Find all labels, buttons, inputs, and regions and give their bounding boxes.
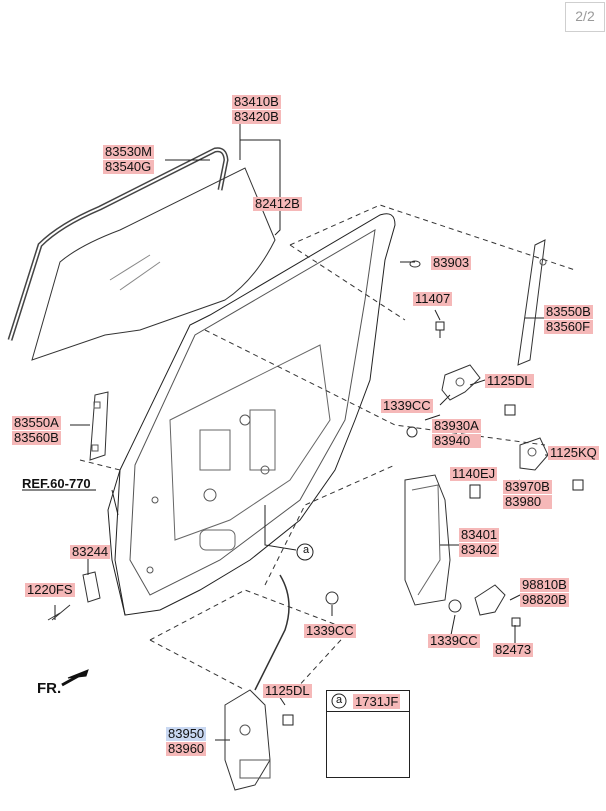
bolt-1140EJ bbox=[469, 484, 481, 499]
door-panel bbox=[114, 213, 396, 616]
callout-marker: a bbox=[302, 544, 310, 556]
part-number: 83401 bbox=[459, 527, 500, 542]
legend-box: a 1731JF bbox=[326, 690, 410, 778]
hinge-83930A bbox=[441, 364, 481, 401]
nut-1339CC-right bbox=[448, 599, 462, 613]
label-98810B[interactable]: 98810B 98820B bbox=[520, 578, 569, 608]
label-1220FS[interactable]: 1220FS bbox=[25, 583, 75, 598]
page-indicator-box: 2/2 bbox=[565, 2, 605, 32]
part-number: 1140EJ bbox=[450, 466, 498, 481]
legend-code[interactable]: 1731JF bbox=[353, 694, 401, 709]
bolt-1125DL-upper bbox=[504, 404, 516, 416]
part-number: 83540G bbox=[103, 160, 154, 174]
part-number: 1220FS bbox=[25, 582, 75, 597]
nut-1339CC-middle bbox=[325, 591, 339, 605]
label-11407[interactable]: 11407 bbox=[413, 291, 453, 307]
part-number: 83244 bbox=[70, 544, 111, 559]
label-1140EJ[interactable]: 1140EJ bbox=[450, 466, 498, 482]
bolt-11407 bbox=[435, 321, 445, 338]
part-number: 1339CC bbox=[428, 633, 480, 648]
bolt-1125KQ bbox=[572, 479, 584, 491]
motor-98810B bbox=[474, 584, 506, 616]
part-number: 82412B bbox=[253, 196, 302, 211]
bolt-82473 bbox=[511, 617, 521, 627]
latch-cable bbox=[254, 574, 290, 691]
label-83903[interactable]: 83903 bbox=[431, 255, 472, 271]
part-number: 83980 bbox=[503, 495, 552, 509]
label-1339CC-right[interactable]: 1339CC bbox=[428, 634, 480, 649]
checker-83970B bbox=[519, 437, 549, 471]
label-83950[interactable]: 83950 83960 bbox=[166, 726, 207, 757]
label-83970B[interactable]: 83970B 83980 bbox=[503, 480, 552, 510]
part-number-selected: 83950 bbox=[166, 726, 207, 741]
label-83930A[interactable]: 83930A 83940 bbox=[432, 419, 481, 449]
label-83530M[interactable]: 83530M 83540G bbox=[103, 145, 154, 175]
label-83244[interactable]: 83244 bbox=[70, 544, 111, 560]
label-1125KQ[interactable]: 1125KQ bbox=[548, 446, 599, 461]
label-83410B[interactable]: 83410B 83420B bbox=[232, 95, 281, 125]
part-number: 83402 bbox=[459, 542, 500, 557]
label-82473[interactable]: 82473 bbox=[493, 642, 534, 658]
rear-channel-right bbox=[517, 239, 546, 366]
legend-header: a 1731JF bbox=[327, 691, 409, 712]
label-82412B[interactable]: 82412B bbox=[253, 197, 302, 212]
legend-marker: a bbox=[335, 694, 343, 706]
part-number: 98820B bbox=[520, 592, 569, 607]
part-number: 83560F bbox=[544, 320, 593, 334]
page-indicator: 2/2 bbox=[575, 8, 595, 24]
part-number: 83550B bbox=[544, 304, 593, 319]
part-number: 83420B bbox=[232, 109, 281, 124]
nut-1339CC-upper bbox=[406, 426, 418, 438]
label-83550A[interactable]: 83550A 83560B bbox=[12, 416, 61, 446]
part-number: 1339CC bbox=[304, 623, 356, 638]
rear-channel-left bbox=[89, 391, 109, 461]
label-1339CC-middle[interactable]: 1339CC bbox=[304, 624, 356, 639]
door-latch bbox=[224, 689, 271, 791]
label-1125DL-lower[interactable]: 1125DL bbox=[263, 684, 312, 699]
part-number: 83530M bbox=[103, 144, 154, 159]
part-number: 82473 bbox=[493, 642, 534, 657]
part-number: 83560B bbox=[12, 430, 61, 445]
part-number: 11407 bbox=[413, 291, 453, 306]
label-1339CC-upper[interactable]: 1339CC bbox=[381, 399, 433, 414]
front-direction-label: FR. bbox=[37, 680, 62, 697]
part-number: 83960 bbox=[166, 741, 207, 756]
part-number: 1339CC bbox=[381, 398, 433, 413]
window-regulator bbox=[404, 474, 451, 606]
label-1125DL-upper[interactable]: 1125DL bbox=[485, 374, 534, 389]
part-number: 98810B bbox=[520, 577, 569, 592]
bracket-83244 bbox=[82, 571, 101, 603]
screw-1220FS bbox=[47, 604, 71, 621]
glass-run-channel bbox=[7, 147, 229, 341]
ref-label[interactable]: REF.60-770 bbox=[22, 476, 91, 491]
legend-marker-circle bbox=[331, 693, 347, 709]
part-number: 83930A bbox=[432, 418, 481, 433]
callout-marker-circle bbox=[296, 543, 314, 561]
part-number: 83940 bbox=[432, 434, 481, 448]
part-number: 1125DL bbox=[485, 373, 534, 388]
door-glass bbox=[31, 167, 276, 361]
part-number: 1125KQ bbox=[548, 445, 599, 460]
part-number: 83903 bbox=[431, 255, 472, 270]
part-number: 83550A bbox=[12, 415, 61, 430]
bolt-1125DL-lower bbox=[282, 714, 294, 726]
label-83550B[interactable]: 83550B 83560F bbox=[544, 305, 593, 335]
part-number: 83970B bbox=[503, 479, 552, 494]
label-83401[interactable]: 83401 83402 bbox=[459, 527, 500, 558]
part-number: 83410B bbox=[232, 94, 281, 109]
plug-83903 bbox=[409, 260, 421, 268]
part-number: 1125DL bbox=[263, 683, 312, 698]
